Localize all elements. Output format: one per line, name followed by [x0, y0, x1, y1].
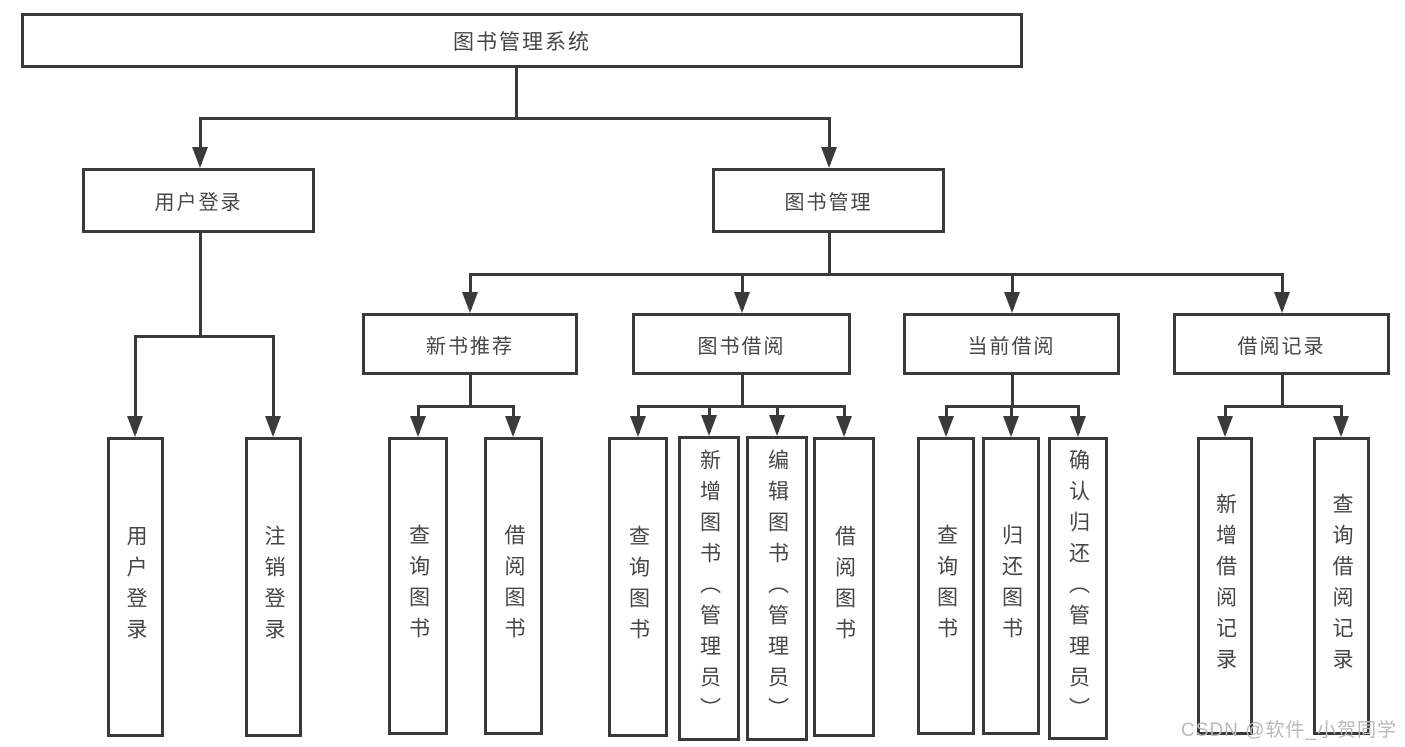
arrowhead-down-icon: [1333, 416, 1349, 437]
node-user-login: 用户登录: [82, 168, 315, 233]
connector-stem-current-borrow: [1010, 375, 1014, 408]
node-query-borrow-record: 查询借阅记录: [1313, 437, 1370, 735]
node-add-borrow-record: 新增借阅记录: [1197, 437, 1253, 735]
node-query-book-borrow: 查询图书: [608, 437, 668, 737]
connector-stem-new-book-recommend: [468, 375, 472, 408]
node-root: 图书管理系统: [21, 13, 1023, 68]
node-query-book-recommend: 查询图书: [388, 437, 448, 735]
connector-drop-user-login: [271, 335, 275, 433]
connector-drop-book-mgmt: [1010, 273, 1014, 309]
node-borrow-book-leaf: 借阅图书: [813, 437, 875, 737]
arrowhead-down-icon: [265, 416, 281, 437]
connector-stem-book-borrow: [740, 375, 744, 408]
connector-stem-user-login: [198, 233, 202, 338]
arrowhead-down-icon: [701, 415, 717, 436]
arrowhead-down-icon: [462, 292, 478, 313]
arrowhead-down-icon: [1217, 416, 1233, 437]
connector-rail-book-borrow: [636, 405, 846, 408]
connector-stem-book-mgmt: [827, 233, 831, 276]
node-query-book-current: 查询图书: [917, 437, 975, 735]
connector-rail-book-mgmt: [468, 273, 1284, 276]
arrowhead-down-icon: [836, 416, 852, 437]
connector-drop-root: [198, 117, 202, 164]
arrowhead-down-icon: [1004, 292, 1020, 313]
arrowhead-down-icon: [938, 416, 954, 437]
node-current-borrow: 当前借阅: [903, 313, 1120, 375]
arrowhead-down-icon: [505, 416, 521, 437]
node-confirm-return-admin: 确认归还（管理员）: [1048, 437, 1108, 740]
arrowhead-down-icon: [630, 416, 646, 437]
node-book-mgmt: 图书管理: [712, 168, 945, 233]
connector-drop-root: [827, 117, 831, 164]
connector-drop-book-mgmt: [740, 273, 744, 309]
node-book-borrow: 图书借阅: [632, 313, 851, 375]
node-borrow-book-recommend: 借阅图书: [484, 437, 543, 735]
connector-stem-root: [514, 68, 518, 120]
node-add-book-admin: 新增图书（管理员）: [678, 436, 740, 741]
node-logout-leaf: 注销登录: [245, 437, 302, 737]
arrowhead-down-icon: [769, 415, 785, 436]
arrowhead-down-icon: [192, 147, 208, 168]
node-edit-book-admin: 编辑图书（管理员）: [746, 436, 808, 741]
node-login-leaf: 用户登录: [107, 437, 164, 737]
arrowhead-down-icon: [821, 147, 837, 168]
watermark-text: CSDN @软件_小贺同学: [1181, 720, 1397, 741]
connector-rail-new-book-recommend: [416, 405, 515, 408]
connector-rail-root: [198, 117, 831, 120]
connector-rail-user-login: [133, 335, 275, 338]
node-return-book: 归还图书: [982, 437, 1040, 735]
node-borrow-records: 借阅记录: [1173, 313, 1390, 375]
arrowhead-down-icon: [127, 416, 143, 437]
arrowhead-down-icon: [1003, 416, 1019, 437]
connector-rail-borrow-records: [1223, 405, 1343, 408]
connector-drop-book-mgmt: [468, 273, 472, 309]
connector-stem-borrow-records: [1280, 375, 1284, 408]
arrowhead-down-icon: [1274, 292, 1290, 313]
connector-drop-user-login: [133, 335, 137, 433]
arrowhead-down-icon: [734, 292, 750, 313]
arrowhead-down-icon: [1070, 416, 1086, 437]
arrowhead-down-icon: [410, 416, 426, 437]
connector-drop-book-mgmt: [1280, 273, 1284, 309]
node-new-book-recommend: 新书推荐: [362, 313, 578, 375]
